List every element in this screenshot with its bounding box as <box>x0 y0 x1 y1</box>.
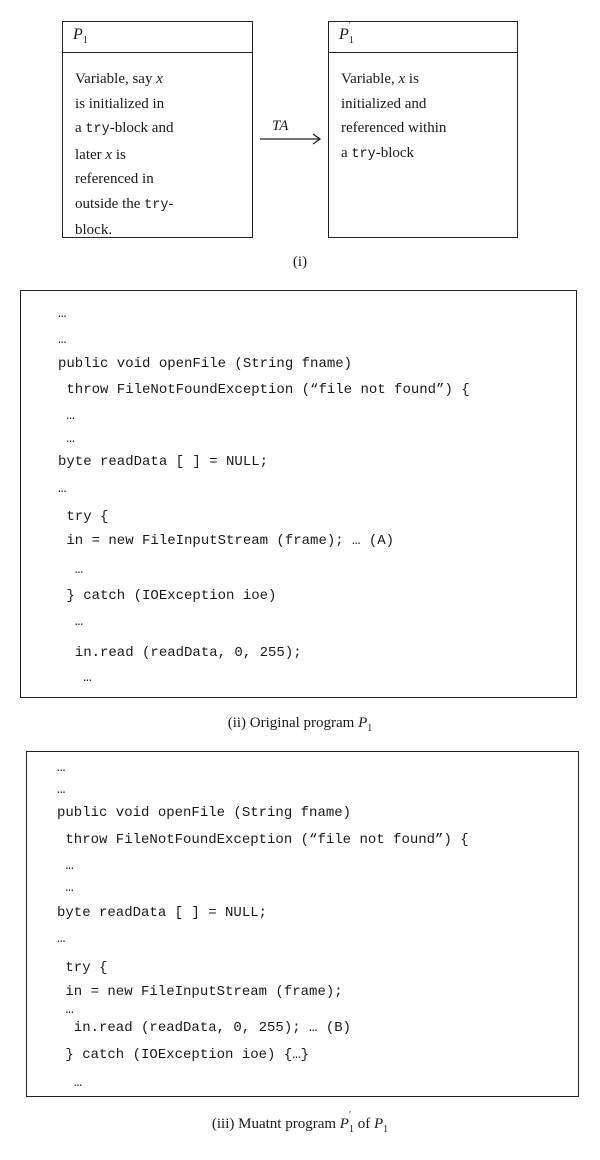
mutant-description-line: initialized and <box>341 95 427 112</box>
caption-i: (i) <box>292 254 308 270</box>
mutant-code-line: … <box>57 880 74 896</box>
original-code-line: in.read (readData, 0, 255); <box>58 645 302 661</box>
mutant-program-title: P′1 <box>339 20 354 47</box>
mutant-code-box <box>26 751 579 1097</box>
arrow-label: TA <box>272 118 289 134</box>
original-description-line: referenced in <box>75 171 154 187</box>
original-description-line: Variable, say x <box>75 71 163 87</box>
mutant-code-line: } catch (IOException ioe) {…} <box>57 1047 310 1063</box>
original-code-line: } catch (IOException ioe) <box>58 588 277 604</box>
caption-ii: (ii) Original program P1 <box>227 715 373 734</box>
original-code-line: … <box>58 562 84 578</box>
original-program-header: P1 <box>63 22 252 53</box>
mutant-code-line: … <box>57 782 66 798</box>
mutant-code-line: … <box>57 760 66 776</box>
mutant-program-header: P′1 <box>329 20 517 53</box>
original-program-title: P1 <box>73 26 88 47</box>
mutant-description-line: referenced within <box>341 120 447 136</box>
mutant-code-line: … <box>57 858 74 874</box>
original-code-line: throw FileNotFoundException (“file not f… <box>58 382 470 398</box>
original-code-line: … <box>58 481 67 497</box>
mutant-description-line: Variable, x is <box>341 71 419 87</box>
original-code-line: … <box>58 614 84 630</box>
original-description-line: is initialized in <box>75 95 165 112</box>
mutant-code-line: byte readData [ ] = NULL; <box>57 905 268 921</box>
original-description-line: later x is <box>75 146 126 163</box>
mutant-program-description: Variable, x is initialized and referenced … <box>329 53 517 167</box>
mutant-code-line: … <box>57 1002 74 1018</box>
mutant-program-box: P′1 Variable, x is initialized and referen… <box>328 20 518 238</box>
original-code-line: … <box>58 306 67 322</box>
mutant-code-line: throw FileNotFoundException (“file not f… <box>57 832 469 848</box>
original-code-line: … <box>58 408 75 424</box>
original-program-description: Variable, say x is initialized in a try-bl… <box>63 53 252 243</box>
original-code-line: public void openFile (String fname) <box>58 356 353 372</box>
mutant-code-line: … <box>57 931 66 947</box>
mutant-code-line: try { <box>57 960 108 976</box>
original-description-line: outside the try- <box>75 195 174 213</box>
original-code-box <box>20 290 577 698</box>
original-code-line: try { <box>58 509 109 525</box>
transformation-arrow <box>260 133 322 145</box>
original-code-line: … <box>58 332 67 348</box>
original-code-line: … <box>58 431 75 447</box>
mutant-description-line: a try-block <box>341 144 415 162</box>
original-code-line: in = new FileInputStream (frame); … (A) <box>58 533 395 549</box>
caption-iii: (iii) Muatnt program P′1 of P1 <box>211 1110 389 1135</box>
original-description-line: a try-block and <box>75 120 174 137</box>
original-description-line: block. <box>75 222 113 238</box>
original-program-box: P1 Variable, say x is initialized in a try… <box>62 21 253 238</box>
mutant-code-line: in = new FileInputStream (frame); <box>57 984 343 1000</box>
original-code-line: byte readData [ ] = NULL; <box>58 454 269 470</box>
mutant-code-line: in.read (readData, 0, 255); … (B) <box>57 1020 352 1036</box>
mutant-code-line: … <box>57 1075 83 1091</box>
mutant-code-line: public void openFile (String fname) <box>57 805 352 821</box>
original-code-line: … <box>58 670 92 686</box>
